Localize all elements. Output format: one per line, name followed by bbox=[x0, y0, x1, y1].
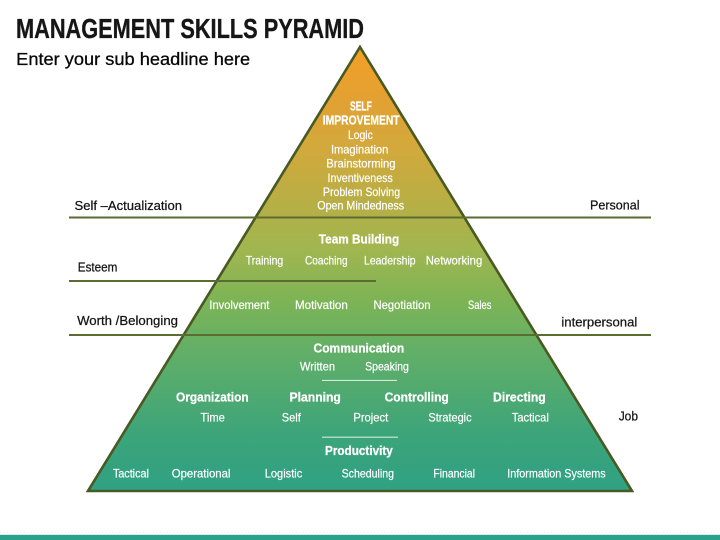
svg-text:Information Systems: Information Systems bbox=[507, 466, 605, 480]
svg-text:IMPROVEMENT: IMPROVEMENT bbox=[323, 113, 400, 127]
svg-text:Personal: Personal bbox=[590, 198, 640, 213]
svg-text:Operational: Operational bbox=[172, 466, 231, 480]
svg-text:Logistic: Logistic bbox=[265, 466, 303, 480]
svg-text:Motivation: Motivation bbox=[295, 298, 348, 312]
svg-text:Sales: Sales bbox=[468, 298, 492, 312]
svg-text:Enter your sub headline here: Enter your sub headline here bbox=[16, 49, 250, 69]
svg-text:Planning: Planning bbox=[290, 391, 341, 405]
svg-text:Financial: Financial bbox=[433, 466, 475, 480]
svg-text:Controlling: Controlling bbox=[385, 391, 449, 405]
svg-text:Open Mindedness: Open Mindedness bbox=[317, 199, 404, 213]
svg-text:Communication: Communication bbox=[314, 342, 405, 356]
svg-text:Networking: Networking bbox=[426, 254, 483, 268]
svg-text:Team Building: Team Building bbox=[319, 232, 399, 246]
svg-text:Brainstorming: Brainstorming bbox=[326, 157, 395, 171]
svg-text:Self: Self bbox=[282, 410, 302, 424]
svg-text:Organization: Organization bbox=[176, 391, 249, 405]
svg-text:Coaching: Coaching bbox=[305, 254, 348, 268]
svg-text:Imagination: Imagination bbox=[331, 143, 388, 157]
svg-text:Written: Written bbox=[300, 360, 335, 374]
svg-text:Productivity: Productivity bbox=[325, 444, 393, 458]
svg-text:SELF: SELF bbox=[350, 100, 372, 114]
svg-text:MANAGEMENT SKILLS PYRAMID: MANAGEMENT SKILLS PYRAMID bbox=[16, 13, 364, 44]
svg-text:Speaking: Speaking bbox=[365, 360, 409, 374]
svg-text:interpersonal: interpersonal bbox=[561, 314, 637, 329]
svg-text:Inventiveness: Inventiveness bbox=[328, 171, 393, 185]
svg-text:Tactical: Tactical bbox=[512, 410, 549, 424]
svg-text:Scheduling: Scheduling bbox=[342, 466, 394, 480]
svg-text:Involvement: Involvement bbox=[209, 298, 270, 312]
svg-text:Tactical: Tactical bbox=[113, 466, 149, 480]
svg-text:Strategic: Strategic bbox=[428, 410, 471, 424]
svg-text:Leadership: Leadership bbox=[364, 254, 416, 268]
svg-text:Self –Actualization: Self –Actualization bbox=[75, 198, 183, 213]
svg-text:Job: Job bbox=[619, 408, 638, 423]
svg-text:Time: Time bbox=[201, 410, 226, 424]
svg-text:Directing: Directing bbox=[493, 391, 546, 405]
svg-text:Problem Solving: Problem Solving bbox=[323, 185, 400, 199]
svg-text:Esteem: Esteem bbox=[78, 260, 118, 275]
svg-text:Logic: Logic bbox=[348, 128, 373, 142]
svg-text:Worth /Belonging: Worth /Belonging bbox=[77, 313, 178, 328]
svg-text:Training: Training bbox=[246, 254, 284, 268]
svg-text:Project: Project bbox=[353, 410, 389, 424]
svg-text:Negotiation: Negotiation bbox=[374, 298, 431, 312]
